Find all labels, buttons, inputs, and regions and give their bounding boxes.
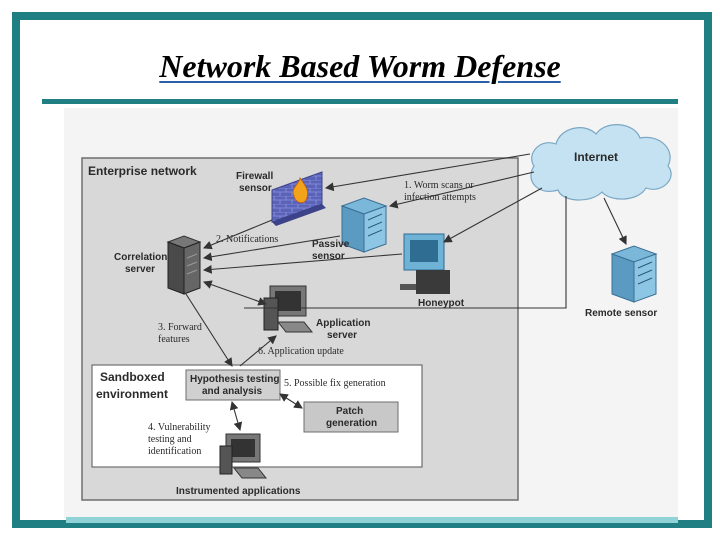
patch-label-line1: Patch [336,406,363,417]
passive-sensor-label-line1: Passive [312,239,350,250]
patch-generation-box [303,401,399,433]
passive-sensor-label-line2: sensor [312,251,345,262]
remote-sensor-label: Remote sensor [585,308,657,319]
application-server-label-line1: Application [316,318,370,329]
worm-defense-diagram: Enterprise network Sandboxed environment… [64,108,678,518]
diagram-svg: Enterprise network Sandboxed environment… [64,108,678,518]
firewall-label-line1: Firewall [236,171,273,182]
step-6-label: 6. Application update [258,346,344,357]
application-server-label-line2: server [327,330,357,341]
hypothesis-testing-box [185,369,281,401]
arrow-sandbox-to-app-server [239,335,277,367]
firewall-icon [271,171,326,226]
step-2-label: 2. Notifications [216,234,278,245]
step-3-label-line1: 3. Forward [158,322,202,333]
correlation-server-icon [166,235,202,295]
correlation-server-label-line1: Correlation [114,252,167,263]
hypothesis-label-line1: Hypothesis testing [190,374,279,385]
step-4-label-line1: 4. Vulnerability [148,422,211,433]
arrow-correlation-to-sandbox [185,293,233,367]
slide-title: Network Based Worm Defense [159,48,561,84]
step-4-label-line2: testing and [148,434,192,445]
arrow-internet-to-passive-sensor [388,171,535,209]
application-server-computer-icon [263,285,314,333]
hypothesis-label-line2: and analysis [202,386,262,397]
arrow-honeypot-to-correlation [202,253,403,274]
step-1-label-line1: 1. Worm scans or [404,180,474,191]
title-divider [42,99,678,104]
passive-sensor-server-icon [340,197,388,253]
arrow-remote-to-enterprise-line [244,196,567,309]
internet-label: Internet [574,150,618,164]
step-4-label-line3: identification [148,446,201,457]
bottom-accent-bar [66,517,678,523]
arrow-correlation-app-server [202,280,268,306]
sandbox-label-line1: Sandboxed [100,370,165,384]
correlation-server-label-line2: server [125,264,155,275]
arrow-passive-to-correlation [202,235,341,262]
sandbox-label-line2: environment [96,387,168,401]
arrow-firewall-to-correlation [202,219,273,250]
arrow-hypothesis-patch [279,393,303,409]
arrow-internet-to-remote-sensor [603,197,627,245]
patch-label-line2: generation [326,418,377,429]
arrow-hypothesis-instrumented [229,400,243,432]
honeypot-computer-icon [400,233,450,294]
honeypot-label: Honeypot [418,298,465,309]
step-1-label-line2: infection attempts [404,192,476,203]
step-3-label-line2: features [158,334,190,345]
instrumented-applications-computer-icon [219,433,268,479]
instrumented-applications-label: Instrumented applications [176,486,301,497]
enterprise-network-label: Enterprise network [88,164,197,178]
arrow-internet-to-honeypot [443,187,543,243]
firewall-label-line2: sensor [239,183,272,194]
step-5-label: 5. Possible fix generation [284,378,386,389]
remote-sensor-server-icon [610,245,658,303]
internet-cloud-icon [530,124,672,201]
arrow-internet-to-firewall [324,153,531,192]
